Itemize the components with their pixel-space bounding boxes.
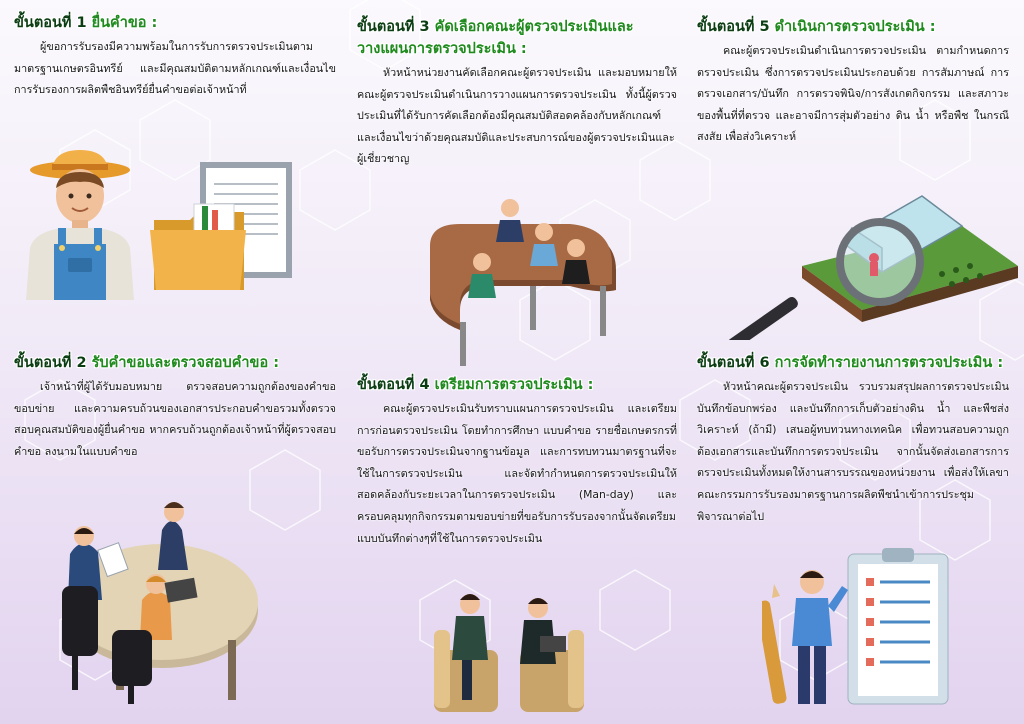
step-6-heading: การจัดทำรายงานการตรวจประเมิน :	[774, 355, 1004, 371]
step-1-heading: ยื่นคำขอ :	[91, 15, 158, 31]
step-2-heading: รับคำขอและตรวจสอบคำขอ :	[91, 355, 280, 371]
folder-documents-icon	[150, 162, 292, 290]
meeting-table-icon	[62, 502, 258, 704]
step-6-label: ขั้นตอนที่ 6	[697, 355, 770, 371]
step-4-body: คณะผู้ตรวจประเมินรับทราบแผนการตรวจประเมิ…	[357, 402, 677, 545]
step-3-heading: คัดเลือกคณะผู้ตรวจประเมินและวางแผนการตรว…	[357, 19, 634, 57]
step-5-heading: ดำเนินการตรวจประเมิน :	[774, 19, 936, 35]
meeting-table-icon	[430, 199, 616, 366]
step-5-title: ขั้นตอนที่ 5 ดำเนินการตรวจประเมิน :	[697, 16, 1009, 38]
step-1-title: ขั้นตอนที่ 1 ยื่นคำขอ :	[14, 12, 336, 34]
step-4-heading: เตรียมการตรวจประเมิน :	[434, 377, 594, 393]
interview-sofa-icon	[434, 594, 584, 712]
step-2-label: ขั้นตอนที่ 2	[14, 355, 87, 371]
report-clipboard-icon	[762, 548, 949, 705]
farmer-icon	[26, 150, 134, 300]
step-4-label: ขั้นตอนที่ 4	[357, 377, 430, 393]
inspection-magnifier-icon	[727, 195, 1018, 340]
step-4-title: ขั้นตอนที่ 4 เตรียมการตรวจประเมิน :	[357, 374, 677, 396]
step-2-body: เจ้าหน้าที่ผู้ได้รับมอบหมาย ตรวจสอบความถ…	[14, 380, 336, 458]
step-3-section: ขั้นตอนที่ 3 คัดเลือกคณะผู้ตรวจประเมินแล…	[357, 16, 677, 170]
step-1-section: ขั้นตอนที่ 1 ยื่นคำขอ : ผู้ขอการรับรองมี…	[14, 12, 336, 101]
step-2-title: ขั้นตอนที่ 2 รับคำขอและตรวจสอบคำขอ :	[14, 352, 336, 374]
step-5-body: คณะผู้ตรวจประเมินดำเนินการตรวจประเมิน ตา…	[697, 44, 1009, 144]
step-6-body: หัวหน้าคณะผู้ตรวจประเมิน รวบรวมสรุปผลการ…	[697, 380, 1009, 523]
step-2-section: ขั้นตอนที่ 2 รับคำขอและตรวจสอบคำขอ : เจ้…	[14, 352, 336, 462]
step-5-section: ขั้นตอนที่ 5 ดำเนินการตรวจประเมิน : คณะผ…	[697, 16, 1009, 148]
step-6-title: ขั้นตอนที่ 6 การจัดทำรายงานการตรวจประเมิ…	[697, 352, 1009, 374]
step-5-label: ขั้นตอนที่ 5	[697, 19, 770, 35]
step-1-label: ขั้นตอนที่ 1	[14, 15, 87, 31]
step-4-section: ขั้นตอนที่ 4 เตรียมการตรวจประเมิน : คณะผ…	[357, 374, 677, 549]
step-3-body: หัวหน้าหน่วยงานคัดเลือกคณะผู้ตรวจประเมิน…	[357, 66, 677, 166]
step-3-label: ขั้นตอนที่ 3	[357, 19, 430, 35]
step-1-body: ผู้ขอการรับรองมีความพร้อมในการรับการตรวจ…	[14, 40, 336, 97]
step-3-title: ขั้นตอนที่ 3 คัดเลือกคณะผู้ตรวจประเมินแล…	[357, 16, 677, 60]
step-6-section: ขั้นตอนที่ 6 การจัดทำรายงานการตรวจประเมิ…	[697, 352, 1009, 527]
